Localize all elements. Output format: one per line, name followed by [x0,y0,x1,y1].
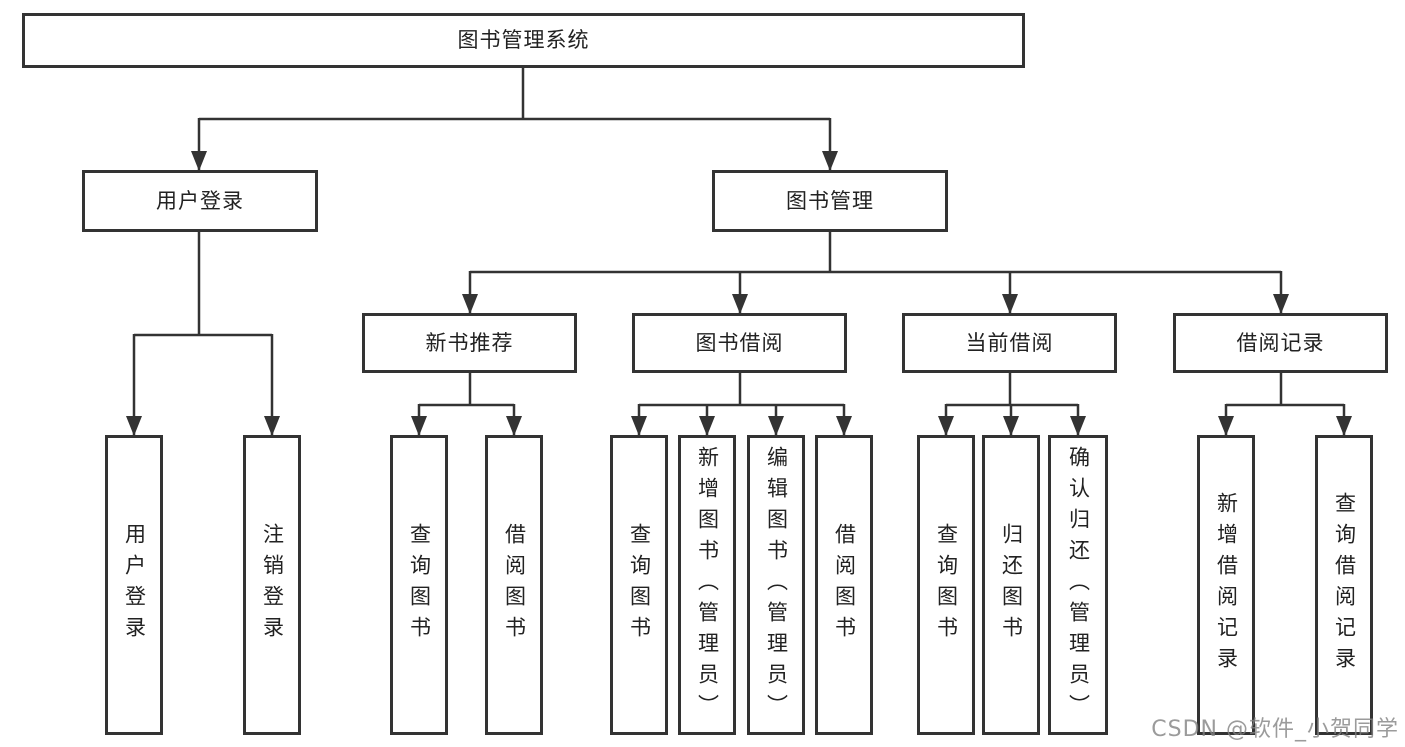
node-book-borrow: 图书借阅 [632,313,847,373]
csdn-watermark: CSDN @软件_小贺同学 [1151,717,1399,742]
leaf-label: 编辑图书（管理员） [764,445,789,725]
leaf-query-book: 查询图书 [390,435,448,735]
leaf-label: 查询图书 [934,523,959,647]
node-label: 借阅记录 [1236,330,1325,355]
leaf-add-book-admin: 新增图书（管理员） [678,435,736,735]
node-label: 图书借阅 [695,330,784,355]
leaf-label: 注销登录 [260,523,285,647]
leaf-label: 借阅图书 [502,523,527,647]
leaf-query-book: 查询图书 [917,435,975,735]
leaf-confirm-return-admin: 确认归还（管理员） [1048,435,1108,735]
leaf-edit-book-admin: 编辑图书（管理员） [747,435,805,735]
leaf-return-book: 归还图书 [982,435,1040,735]
leaf-query-borrow-record: 查询借阅记录 [1315,435,1373,735]
leaf-borrow-book: 借阅图书 [485,435,543,735]
node-label: 当前借阅 [965,330,1054,355]
node-label: 新书推荐 [425,330,514,355]
leaf-label: 查询图书 [627,523,652,647]
node-current-borrow: 当前借阅 [902,313,1117,373]
leaf-query-book: 查询图书 [610,435,668,735]
node-label: 图书管理系统 [457,28,590,52]
leaf-add-borrow-record: 新增借阅记录 [1197,435,1255,735]
leaf-label: 借阅图书 [832,523,857,647]
leaf-label: 查询借阅记录 [1332,492,1357,678]
node-library-management-system: 图书管理系统 [22,13,1025,68]
node-user-login: 用户登录 [82,170,318,232]
leaf-user-login: 用户登录 [105,435,163,735]
leaf-label: 新增图书（管理员） [695,445,720,725]
leaf-logout: 注销登录 [243,435,301,735]
leaf-label: 归还图书 [999,523,1024,647]
node-book-management: 图书管理 [712,170,948,232]
node-new-book-recommend: 新书推荐 [362,313,577,373]
leaf-label: 新增借阅记录 [1214,492,1239,678]
node-label: 图书管理 [786,188,874,213]
node-borrow-record: 借阅记录 [1173,313,1388,373]
leaf-label: 确认归还（管理员） [1066,445,1091,725]
leaf-label: 用户登录 [122,523,147,647]
node-label: 用户登录 [156,188,244,213]
leaf-borrow-book: 借阅图书 [815,435,873,735]
leaf-label: 查询图书 [407,523,432,647]
